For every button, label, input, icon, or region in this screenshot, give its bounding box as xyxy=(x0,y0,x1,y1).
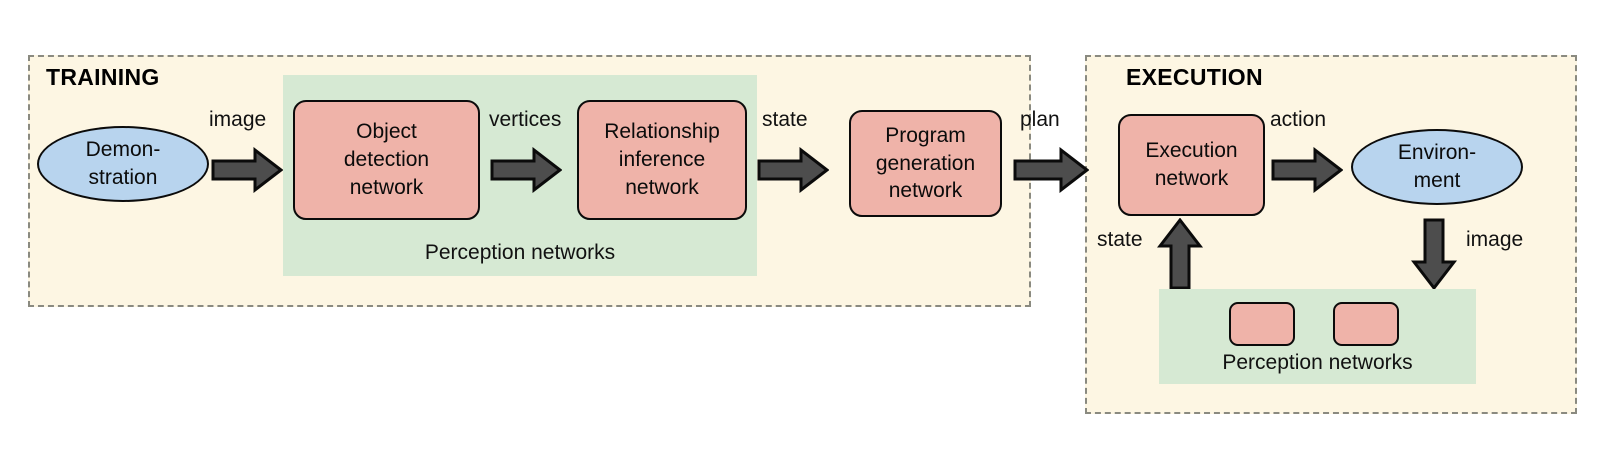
arrow-relationship-to-program xyxy=(757,147,829,193)
group-label-execution-perception: Perception networks xyxy=(1222,351,1413,374)
node-demonstration-label: Demon- stration xyxy=(86,136,161,191)
phase-title-training: TRAINING xyxy=(46,64,160,90)
arrow-execution-to-environment xyxy=(1271,147,1343,193)
node-program-generation-line3: network xyxy=(888,179,963,203)
group-label-training-perception: Perception networks xyxy=(424,241,616,264)
node-relationship-inference-line1: Relationship xyxy=(604,120,720,144)
node-execution-network-label: Execution network xyxy=(1145,137,1237,192)
node-environment-line1: Environ- xyxy=(1397,141,1477,165)
node-demonstration-line2: stration xyxy=(88,166,158,189)
arrow-environment-to-perception xyxy=(1411,218,1461,290)
edge-label-image-1: image xyxy=(209,108,267,131)
node-object-detection-line2: detection xyxy=(343,148,430,172)
edge-label-state-1: state xyxy=(762,108,808,131)
edge-label-action: action xyxy=(1270,108,1327,131)
node-relationship-inference-label: Relationship inference network xyxy=(604,118,720,201)
edge-label-state-2: state xyxy=(1097,228,1143,251)
node-execution-network-line2: network xyxy=(1154,167,1229,190)
node-execution-network-line1: Execution xyxy=(1145,139,1238,163)
group-box-execution-perception xyxy=(1159,289,1476,384)
node-relationship-inference-line3: network xyxy=(625,175,699,199)
arrow-program-to-execution xyxy=(1013,147,1089,193)
arrow-object-to-relationship xyxy=(490,147,562,193)
node-execution-network[interactable]: Execution network xyxy=(1118,114,1265,216)
arrow-demo-to-object xyxy=(211,147,283,193)
node-environment-line2: ment xyxy=(1413,169,1461,192)
node-perception-mini-1[interactable] xyxy=(1229,302,1295,346)
node-environment[interactable]: Environ- ment xyxy=(1351,129,1523,205)
node-object-detection[interactable]: Object detection network xyxy=(293,100,480,220)
arrow-perception-to-execution xyxy=(1157,218,1207,290)
edge-label-plan: plan xyxy=(1020,108,1060,131)
node-program-generation-label: Program generation network xyxy=(876,122,975,205)
node-object-detection-line1: Object xyxy=(356,120,417,144)
phase-title-execution: EXECUTION xyxy=(1126,64,1263,90)
node-object-detection-label: Object detection network xyxy=(344,118,429,201)
node-demonstration-line1: Demon- xyxy=(85,138,161,162)
node-program-generation-line1: Program xyxy=(885,123,966,147)
node-program-generation[interactable]: Program generation network xyxy=(849,110,1002,217)
node-program-generation-line2: generation xyxy=(875,151,976,175)
node-relationship-inference[interactable]: Relationship inference network xyxy=(577,100,747,220)
edge-label-vertices: vertices xyxy=(489,108,562,131)
node-relationship-inference-line2: inference xyxy=(618,148,706,172)
node-object-detection-line3: network xyxy=(349,175,424,199)
node-perception-mini-2[interactable] xyxy=(1333,302,1399,346)
node-environment-label: Environ- ment xyxy=(1398,139,1476,194)
edge-label-image-2: image xyxy=(1466,228,1524,251)
node-demonstration[interactable]: Demon- stration xyxy=(37,126,209,202)
